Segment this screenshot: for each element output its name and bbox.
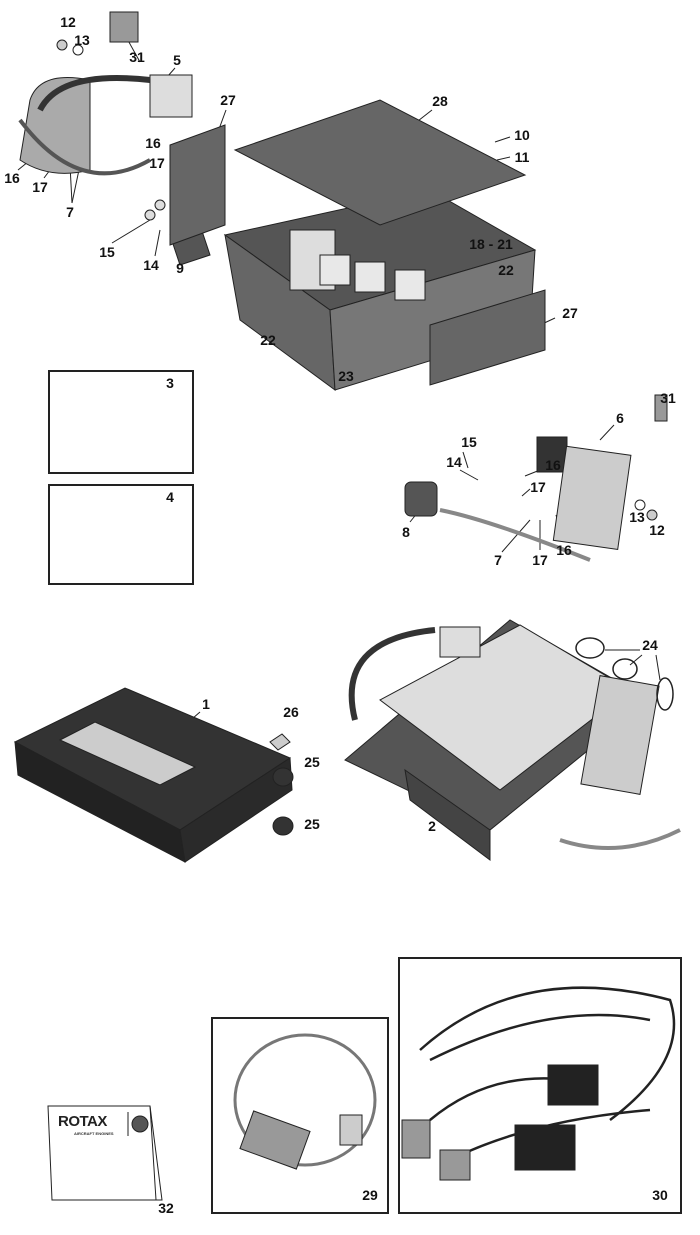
callout-23: 23 bbox=[338, 368, 354, 384]
callout-13: 13 bbox=[74, 32, 90, 48]
callout-16: 16 bbox=[556, 542, 572, 558]
rotax-logo-subtitle: AIRCRAFT ENGINES bbox=[74, 1131, 114, 1136]
callout-4: 4 bbox=[166, 489, 174, 505]
cable-box-29 bbox=[211, 1017, 389, 1214]
connector-box-4 bbox=[48, 484, 194, 585]
callout-25: 25 bbox=[304, 754, 320, 770]
callout-16: 16 bbox=[4, 170, 20, 186]
callout-5: 5 bbox=[173, 52, 181, 68]
callout-13: 13 bbox=[629, 509, 645, 525]
callout-8: 8 bbox=[402, 524, 410, 540]
callout-27: 27 bbox=[220, 92, 236, 108]
callout-6: 6 bbox=[616, 410, 624, 426]
rotax-logo: ROTAX bbox=[58, 1113, 107, 1130]
callout-25: 25 bbox=[304, 816, 320, 832]
callout-15: 15 bbox=[461, 434, 477, 450]
callout-16: 16 bbox=[545, 457, 561, 473]
callout-3: 3 bbox=[166, 375, 174, 391]
callout-2: 2 bbox=[428, 818, 436, 834]
callout-10: 10 bbox=[514, 127, 530, 143]
callout-32: 32 bbox=[158, 1200, 174, 1216]
callout-30: 30 bbox=[652, 1187, 668, 1203]
callout-22: 22 bbox=[260, 332, 276, 348]
callout-14: 14 bbox=[143, 257, 159, 273]
callout-9: 9 bbox=[176, 260, 184, 276]
callout-27: 27 bbox=[562, 305, 578, 321]
callout-15: 15 bbox=[99, 244, 115, 260]
callout-28: 28 bbox=[432, 93, 448, 109]
callout-11: 11 bbox=[514, 149, 530, 165]
callout-26: 26 bbox=[283, 704, 299, 720]
callout-12: 12 bbox=[649, 522, 665, 538]
callout-31: 31 bbox=[660, 390, 676, 406]
callout-31: 31 bbox=[129, 49, 145, 65]
callout-17: 17 bbox=[149, 155, 165, 171]
callout-24: 24 bbox=[642, 637, 658, 653]
callout-22: 22 bbox=[498, 262, 514, 278]
callout-17: 17 bbox=[32, 179, 48, 195]
callout-17: 17 bbox=[530, 479, 546, 495]
connector-box-3 bbox=[48, 370, 194, 474]
callout-17: 17 bbox=[532, 552, 548, 568]
callout-18-21: 18 - 21 bbox=[469, 236, 513, 252]
callout-12: 12 bbox=[60, 14, 76, 30]
callout-14: 14 bbox=[446, 454, 462, 470]
callout-16: 16 bbox=[145, 135, 161, 151]
callout-29: 29 bbox=[362, 1187, 378, 1203]
callout-1: 1 bbox=[202, 696, 210, 712]
callout-7: 7 bbox=[494, 552, 502, 568]
cable-box-30 bbox=[398, 957, 682, 1214]
callout-7: 7 bbox=[66, 204, 74, 220]
